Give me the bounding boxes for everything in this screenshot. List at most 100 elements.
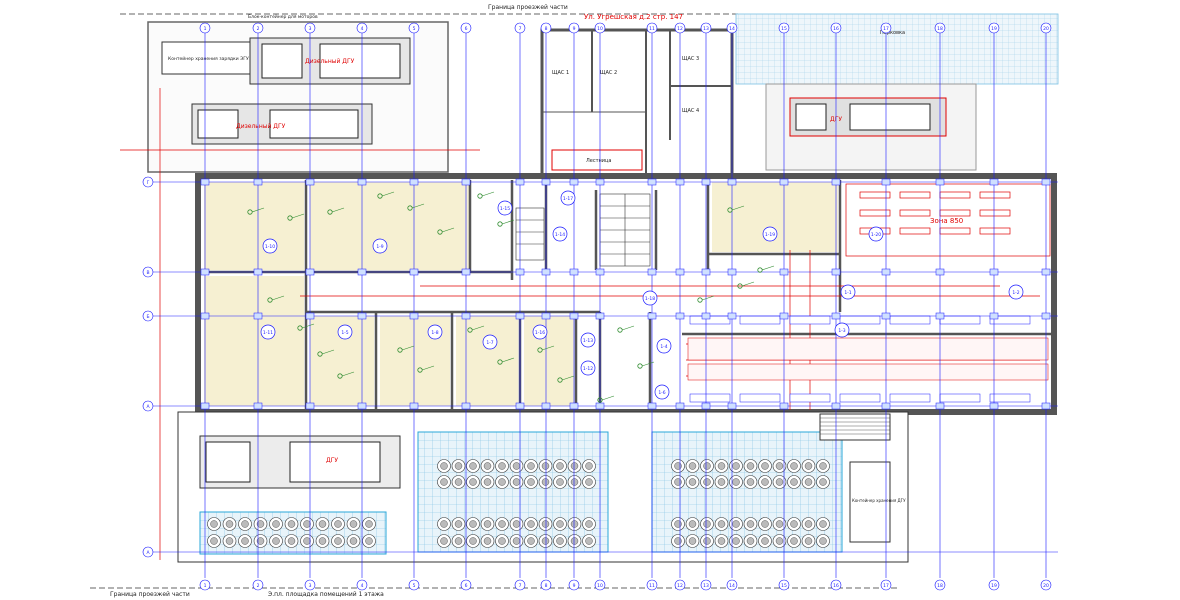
- fan-hub: [732, 537, 740, 545]
- column-marker: [989, 268, 999, 276]
- room-tag-label: 1-7: [486, 340, 493, 346]
- fan-hub: [570, 478, 579, 486]
- axis-marker-bottom: [934, 579, 946, 591]
- column-marker: [727, 268, 737, 276]
- column-marker: [409, 178, 419, 186]
- fan-hub: [469, 462, 477, 470]
- axis-marker-top: [726, 22, 738, 34]
- fan-hub: [688, 478, 697, 486]
- column-marker: [989, 178, 999, 186]
- fan-hub: [210, 537, 218, 545]
- axis-marker-bottom: [252, 579, 264, 591]
- fan-hub: [775, 478, 784, 486]
- fan-hub: [498, 462, 506, 470]
- fan-hub: [585, 537, 593, 545]
- column-marker: [935, 312, 945, 320]
- column-marker: [831, 268, 841, 276]
- fan-hub: [688, 462, 697, 470]
- column-marker: [515, 178, 525, 186]
- column-marker: [541, 178, 551, 186]
- fan-hub: [790, 537, 798, 545]
- fan-hub: [688, 520, 697, 528]
- fan-hub: [256, 520, 265, 528]
- fan-hub: [746, 537, 755, 545]
- fan-hub: [527, 537, 535, 545]
- fan-hub: [365, 537, 373, 545]
- room-tag-circle: [580, 332, 596, 348]
- axis-marker-bottom: [700, 579, 712, 591]
- axis-marker-top: [830, 22, 842, 34]
- room-tag-label: 1-13: [583, 338, 593, 344]
- equipment-leader: [301, 323, 315, 329]
- column-marker: [541, 402, 551, 410]
- column-marker: [200, 178, 210, 186]
- axis-label-left: Б: [146, 314, 149, 320]
- equipment-leader: [291, 213, 305, 219]
- fan-hub: [804, 478, 813, 486]
- column-marker: [779, 268, 789, 276]
- room-tag-circle: [552, 226, 568, 242]
- fan-hub: [570, 537, 579, 545]
- axis-label-bottom: 1: [204, 583, 207, 589]
- axis-marker-left: [142, 310, 154, 322]
- fan-hub: [703, 520, 711, 528]
- room-tag-circle: [260, 324, 276, 340]
- fan-hub: [483, 537, 492, 545]
- axis-label-top: 20: [1043, 26, 1049, 32]
- equipment-leader: [411, 203, 425, 209]
- fan-hub: [674, 537, 682, 545]
- equipment-leader: [381, 191, 395, 197]
- room-tag-label: 1-4: [660, 344, 667, 350]
- axis-label-left: А: [146, 404, 150, 410]
- column-marker: [1041, 268, 1051, 276]
- axis-label-top: 9: [573, 26, 576, 32]
- column-marker: [701, 312, 711, 320]
- axis-marker-bottom: [514, 579, 526, 591]
- axis-label-top: 15: [781, 26, 787, 32]
- column-marker: [461, 312, 471, 320]
- room-tag-label: 1-3: [838, 328, 845, 334]
- fan-hub: [527, 520, 535, 528]
- room-tag-label: 1-14: [555, 232, 565, 238]
- column-marker: [409, 268, 419, 276]
- column-marker: [305, 402, 315, 410]
- room-tag-label: 1-1: [844, 290, 851, 296]
- axis-marker-bottom: [988, 579, 1000, 591]
- axis-marker-bottom: [594, 579, 606, 591]
- column-marker: [569, 268, 579, 276]
- axis-label-left: А: [146, 550, 150, 556]
- axis-marker-bottom: [674, 579, 686, 591]
- fan-hub: [585, 478, 593, 486]
- column-marker: [305, 178, 315, 186]
- column-marker: [881, 178, 891, 186]
- axis-marker-top: [514, 22, 526, 34]
- column-marker: [831, 312, 841, 320]
- room-tag-circle: [1008, 284, 1024, 300]
- axis-label-top: 17: [883, 26, 889, 32]
- fan-hub: [440, 520, 448, 528]
- column-marker: [935, 402, 945, 410]
- fan-hub: [703, 478, 711, 486]
- axis-label-top: 18: [937, 26, 943, 32]
- fan-hub: [732, 478, 740, 486]
- fan-hub: [732, 520, 740, 528]
- fan-hub: [287, 537, 296, 545]
- axis-label-bottom: 8: [545, 583, 548, 589]
- axis-marker-top: [304, 22, 316, 34]
- column-marker: [305, 268, 315, 276]
- room-tag-circle: [654, 384, 670, 400]
- parking-label: Парковка: [880, 30, 905, 36]
- fan-hub: [819, 478, 827, 486]
- fan-hub: [334, 537, 342, 545]
- axis-label-top: 14: [729, 26, 735, 32]
- equipment-leader: [701, 295, 715, 301]
- fan-hub: [365, 520, 373, 528]
- fan-hub: [349, 520, 358, 528]
- room-tag-circle: [560, 190, 576, 206]
- room-tag-circle: [580, 360, 596, 376]
- fan-hub: [512, 537, 521, 545]
- fan-hub: [790, 478, 798, 486]
- axis-marker-top: [460, 22, 472, 34]
- axis-label-bottom: 17: [883, 583, 889, 589]
